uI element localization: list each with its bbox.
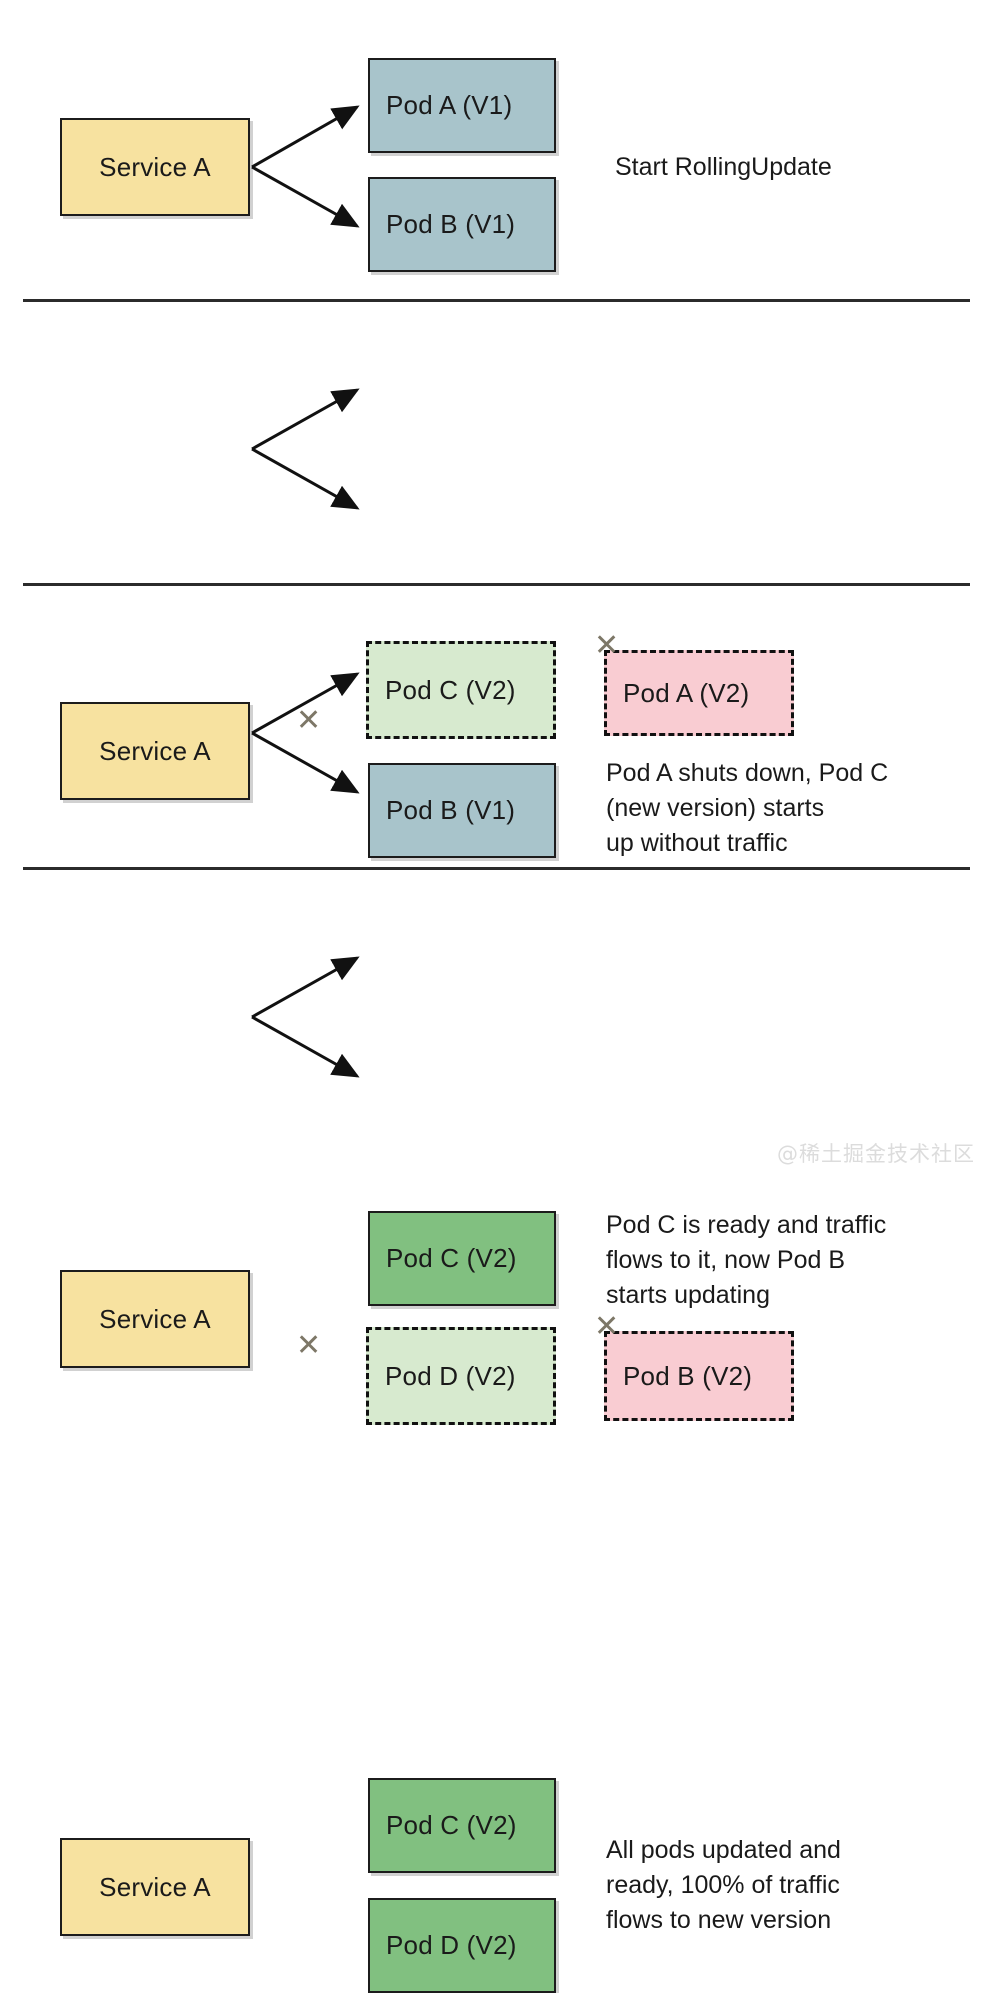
panel-caption: Pod C is ready and traffic flows to it, … (606, 1211, 887, 1309)
pod-box-top[interactable]: Pod C (V2) (368, 1778, 556, 1873)
pod-box-bottom[interactable]: Pod D (V2) (366, 1327, 556, 1425)
arrow-service-to-pod-bottom (251, 447, 360, 510)
terminating-pod-x-icon: ✕ (594, 1310, 620, 1343)
pod-box-bottom[interactable]: Pod B (V1) (368, 763, 556, 858)
pod-box-top[interactable]: Pod A (V1) (368, 58, 556, 153)
terminating-pod-x-icon: ✕ (594, 629, 620, 662)
pod-label: Pod A (V2) (623, 677, 750, 708)
watermark: @稀土掘金技术社区 (777, 1142, 975, 1166)
arrow-service-to-pod-top (251, 105, 360, 169)
panel-divider-3 (23, 867, 970, 870)
terminating-pod-box[interactable]: Pod B (V2) (604, 1331, 794, 1421)
arrow-service-to-pod-bottom (251, 731, 360, 794)
arrow-service-to-pod-bottom (251, 1015, 360, 1078)
panel-caption: Start RollingUpdate (615, 153, 832, 181)
panel-caption: Pod A shuts down, Pod C (new version) st… (606, 759, 889, 857)
arrow-group-4 (251, 956, 360, 1078)
arrow-group-2 (251, 388, 360, 510)
pod-label: Pod D (V2) (385, 1360, 516, 1391)
pod-label: Pod D (V2) (386, 1930, 517, 1960)
arrow-group-3 (251, 672, 360, 794)
pod-label: Pod C (V2) (385, 674, 516, 705)
panel-divider-2 (23, 583, 970, 586)
panel-2: ✕ Service A Pod C (V2) Pod B (V1) Pod A … (0, 302, 993, 858)
pod-box-top[interactable]: Pod C (V2) (368, 1211, 556, 1306)
blocked-traffic-x-icon: ✕ (296, 1329, 322, 1362)
panel-1: Service A Pod A (V1) Pod B (V1) Start Ro… (0, 0, 993, 296)
arrow-service-to-pod-top (251, 956, 360, 1019)
pod-label: Pod A (V1) (386, 90, 513, 120)
service-box[interactable]: Service A (60, 118, 250, 216)
service-box[interactable]: Service A (60, 702, 250, 800)
panel-3: ✕ Service A Pod C (V2) Pod D (V2) Pod B … (0, 586, 993, 1425)
pod-label: Pod C (V2) (386, 1243, 517, 1273)
pod-box-bottom[interactable]: Pod D (V2) (368, 1898, 556, 1993)
pod-box-bottom[interactable]: Pod B (V1) (368, 177, 556, 272)
service-label: Service A (99, 735, 211, 766)
arrow-group-1 (251, 105, 360, 228)
panel-caption: All pods updated and ready, 100% of traf… (606, 1836, 841, 1934)
pod-label: Pod B (V2) (623, 1360, 753, 1391)
pod-box-top[interactable]: Pod C (V2) (366, 641, 556, 739)
service-box[interactable]: Service A (60, 1838, 250, 1936)
panel-divider-1 (23, 299, 970, 302)
pod-label: Pod B (V1) (386, 795, 516, 825)
service-label: Service A (99, 1871, 211, 1902)
arrow-service-to-pod-top (251, 672, 360, 735)
pod-label: Pod B (V1) (386, 209, 516, 239)
panel-4: Service A Pod C (V2) Pod D (V2) All pods… (0, 870, 993, 1993)
service-label: Service A (99, 1303, 211, 1334)
arrow-service-to-pod-top (251, 388, 360, 451)
service-label: Service A (99, 151, 211, 182)
service-box[interactable]: Service A (60, 1270, 250, 1368)
pod-label: Pod C (V2) (386, 1810, 517, 1840)
arrow-service-to-pod-bottom (251, 165, 360, 228)
blocked-traffic-x-icon: ✕ (296, 704, 322, 737)
terminating-pod-box[interactable]: Pod A (V2) (604, 650, 794, 736)
